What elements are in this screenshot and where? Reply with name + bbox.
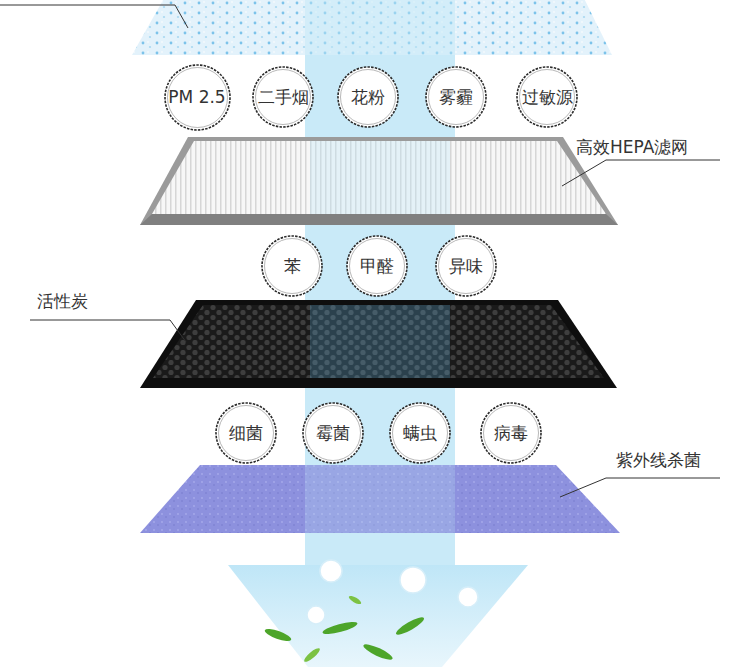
- carbon-honeycomb: [153, 305, 604, 378]
- layer-label: 活性炭: [37, 291, 88, 311]
- circle-border: [253, 67, 313, 127]
- circle-inner-ring: [350, 239, 405, 294]
- fresh-air-bubbles: [307, 560, 478, 624]
- pollutant-name: 苯: [284, 256, 301, 276]
- circle-inner-ring: [167, 67, 227, 127]
- outflow-arrow: [228, 565, 528, 667]
- circle-border: [517, 67, 577, 127]
- pollutant-circle: 二手烟: [251, 65, 315, 129]
- pollutant-name: 甲醛: [360, 256, 394, 276]
- pollutant-name: 花粉: [351, 87, 385, 107]
- layer-label: 紫外线杀菌: [616, 450, 701, 470]
- circle-border: [436, 236, 496, 296]
- circle-border: [338, 67, 398, 127]
- hepa-filter-pleats: [152, 141, 606, 214]
- circle-border: [303, 403, 363, 463]
- circle-border: [426, 67, 486, 127]
- pollutant-circle: 过敏源: [515, 65, 579, 129]
- leader-line: [0, 5, 188, 28]
- leader-line: [30, 320, 186, 342]
- circle-inner-ring: [429, 70, 484, 125]
- pollutant-name: 雾霾: [439, 87, 473, 107]
- circle-border: [262, 236, 322, 296]
- circle-inner-ring: [520, 70, 575, 125]
- circle-inner-ring: [439, 239, 494, 294]
- circle-border: [347, 236, 407, 296]
- carbon-frame: [140, 300, 617, 388]
- pollutant-circle: 雾霾: [424, 65, 488, 129]
- pollutant-circle: 病毒: [479, 401, 543, 465]
- circle-inner-ring: [393, 406, 448, 461]
- pollutant-circle: 霉菌: [301, 401, 365, 465]
- pollutant-name: PM 2.5: [168, 87, 225, 107]
- leaves: [263, 594, 425, 663]
- leader-line: [562, 160, 720, 186]
- circle-inner-ring: [219, 406, 274, 461]
- pollutant-name: 螨虫: [403, 423, 437, 443]
- pollutant-name: 病毒: [494, 423, 528, 443]
- circle-border: [481, 403, 541, 463]
- hepa-filter-frame: [140, 137, 618, 225]
- pollutant-name: 二手烟: [258, 87, 309, 107]
- circle-inner-ring: [341, 70, 396, 125]
- leader-line: [560, 478, 720, 497]
- circle-inner-ring: [256, 70, 311, 125]
- pollutant-circle: 花粉: [336, 65, 400, 129]
- pollutant-name: 过敏源: [522, 87, 573, 107]
- circle-inner-ring: [484, 406, 539, 461]
- circle-inner-ring: [265, 239, 320, 294]
- pollutant-name: 细菌: [229, 423, 263, 443]
- pre-filter-layer: [132, 0, 612, 55]
- circle-border: [165, 65, 230, 130]
- circle-inner-ring: [306, 406, 361, 461]
- pollutant-circle: 甲醛: [345, 234, 409, 298]
- pollutant-name: 异味: [449, 256, 483, 276]
- pollutant-name: 霉菌: [316, 423, 350, 443]
- layer-label: 高效HEPA滤网: [576, 137, 688, 157]
- pollutant-circle: 异味: [434, 234, 498, 298]
- uv-layer: [140, 465, 620, 533]
- pollutant-circle: 苯: [260, 234, 324, 298]
- pollutant-circle: PM 2.5: [163, 63, 232, 132]
- circle-border: [216, 403, 276, 463]
- pollutant-circle: 细菌: [214, 401, 278, 465]
- circle-border: [390, 403, 450, 463]
- pollutant-circle: 螨虫: [388, 401, 452, 465]
